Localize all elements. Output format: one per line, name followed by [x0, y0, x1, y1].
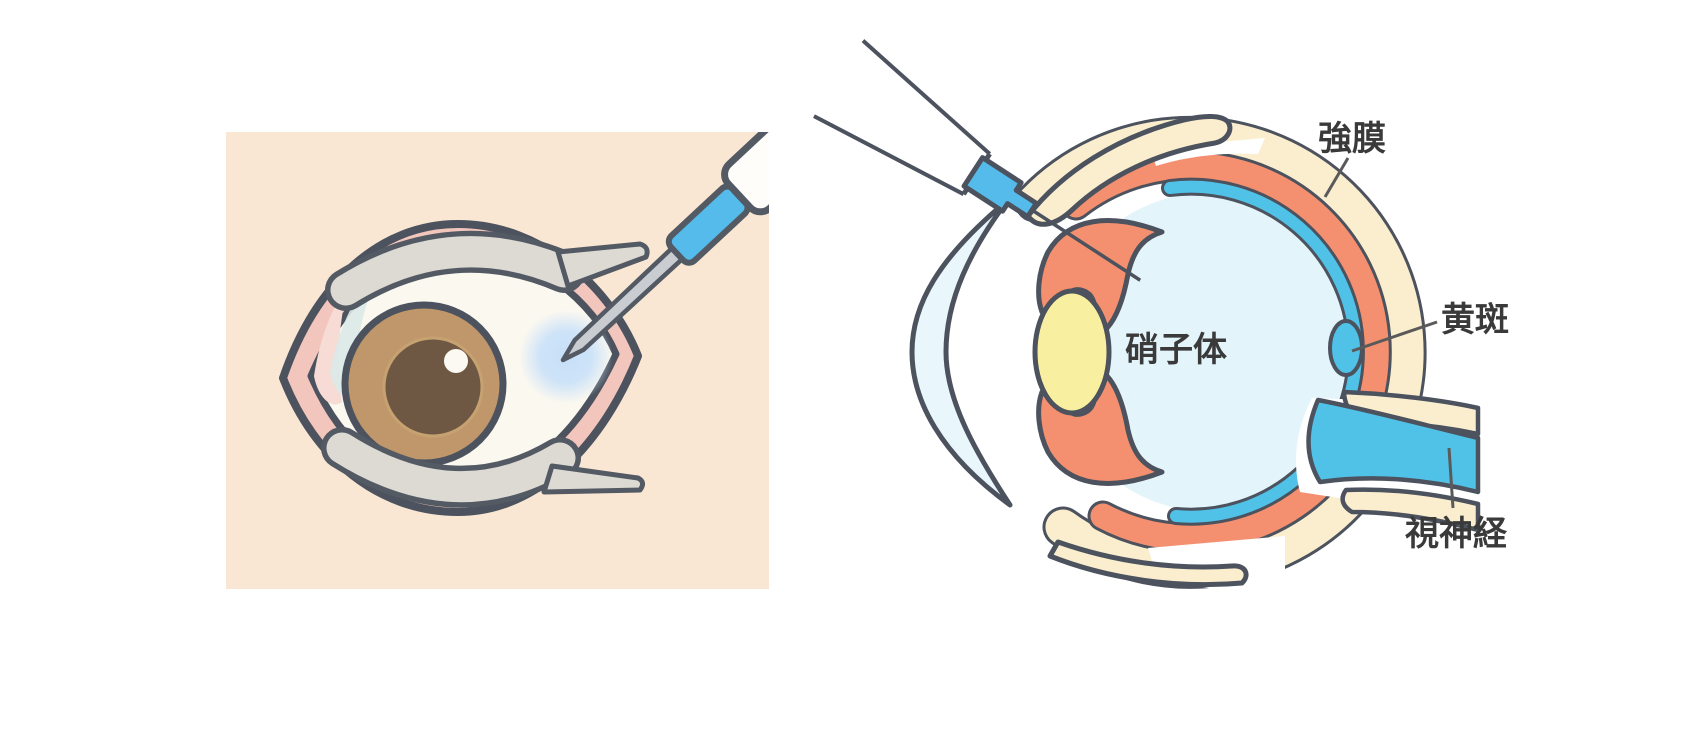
nerve-sheath-bottom: [1340, 487, 1481, 533]
label-optic-nerve-group: 視神経: [1405, 447, 1508, 554]
pupil-highlight: [444, 349, 468, 373]
flap-notch-gap: [1150, 138, 1265, 166]
syringe-hub-cs: [961, 155, 1039, 220]
pointer-line-optic-nerve: [1447, 447, 1455, 509]
syringe-barrel-cs: [815, 41, 990, 195]
speculum-top-handle: [555, 241, 650, 289]
lens: [1032, 288, 1112, 416]
label-vitreous-group: 硝子体: [1125, 330, 1227, 370]
label-macula-group: 黄斑: [1351, 300, 1509, 353]
label-sclera: 強膜: [1318, 119, 1386, 159]
speculum-top: [325, 230, 650, 311]
label-vitreous: 硝子体: [1125, 330, 1227, 370]
label-macula: 黄斑: [1441, 300, 1509, 340]
needle-cs: [1031, 208, 1142, 282]
syringe-cross-section: [813, 39, 1142, 282]
cornea: [909, 197, 1013, 508]
pointer-line-macula: [1351, 320, 1438, 353]
pupil: [382, 336, 484, 438]
front-view-panel: [226, 132, 769, 589]
speculum-bottom-handle: [541, 463, 646, 495]
cross-section-panel: 強膜 硝子体 黄斑 視神経: [813, 39, 1509, 600]
corner-shadow: [330, 264, 384, 398]
choroid-band: [1060, 150, 1392, 554]
label-sclera-group: 強膜: [1318, 119, 1386, 198]
syringe-front-view: [560, 132, 769, 363]
speculum-bottom: [321, 427, 646, 508]
sclera-top-flap: [1025, 114, 1233, 227]
pointer-line-sclera: [1323, 157, 1350, 198]
caruncle: [314, 286, 348, 405]
syringe-barrel: [721, 132, 769, 216]
sclera-bottom-prong: [1047, 539, 1249, 588]
optic-nerve: [1306, 397, 1481, 495]
label-optic-nerve: 視神経: [1405, 514, 1508, 554]
